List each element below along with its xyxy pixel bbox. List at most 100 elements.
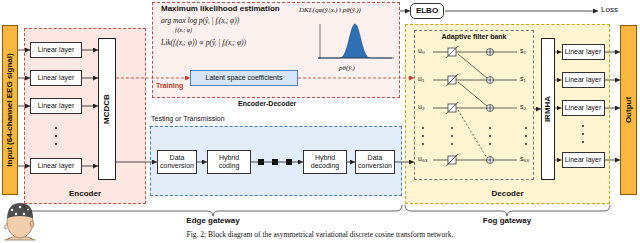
layer-label: Linear layer: [38, 162, 75, 170]
process-label: Hybrid decoding: [305, 154, 345, 169]
drawing-part: [30, 221, 34, 227]
filter-lattice: [433, 46, 517, 166]
drawing-part: [458, 110, 487, 158]
connector: [82, 166, 98, 167]
drawing-part: [451, 135, 453, 137]
process-box: Hybrid coding: [207, 150, 251, 174]
figure-caption: Fig. 2: Block diagram of the asymmetrica…: [187, 231, 454, 239]
training-region: Maximum likelihood estimationarg max log…: [152, 2, 400, 98]
gateway-label: Fog gateway: [483, 217, 531, 226]
layer-label: Linear layer: [38, 74, 75, 82]
signal-name: u₀: [418, 47, 425, 55]
linear-layer: Linear layer: [562, 100, 605, 116]
drawing-part: [446, 102, 458, 114]
transmission-region: Testing or TransmissionData conversionHy…: [150, 126, 402, 196]
drawing-part: [451, 127, 453, 129]
linear-layer: Linear layer: [562, 152, 605, 168]
filter-bank-region: Adaptive filter bank: [414, 30, 534, 180]
region-title: Testing or Transmission: [151, 115, 225, 123]
linear-layer: Linear layer: [30, 98, 82, 114]
elbo-box: ELBO: [410, 3, 444, 19]
connector: [197, 162, 207, 163]
drawing-part: [55, 143, 57, 145]
output-bar: Output: [620, 25, 637, 195]
drawing-part: [433, 80, 517, 81]
region-title: Decoder: [491, 190, 523, 199]
region-fill: [24, 28, 146, 204]
connector: [605, 160, 621, 161]
formula: Lik(fᵢ(xᵢ; φ)) ∝ p(ŷᵢ | fᵢ(xᵢ; φ)): [161, 39, 246, 47]
signal-name: s₁: [520, 75, 526, 83]
drawing-part: [318, 58, 394, 59]
flow-label: Training: [156, 82, 183, 90]
linear-layer: Linear layer: [30, 70, 82, 86]
drawing-part: [55, 127, 57, 129]
gateway-label: Edge gateway: [186, 217, 239, 226]
drawing-part: [433, 160, 517, 161]
connector: [298, 78, 414, 79]
drawing-part: [15, 213, 17, 215]
connector: [534, 109, 541, 110]
loss-arrow: [445, 11, 598, 12]
input-label: Input (64-channel EEG signal): [6, 53, 15, 166]
output-label: Loss: [601, 6, 618, 15]
drawing-part: [433, 52, 517, 53]
drawing-part: [489, 135, 491, 137]
drawing-part: [19, 206, 21, 208]
connector: [116, 78, 190, 79]
connector: [251, 162, 303, 163]
output-label: Output: [624, 97, 633, 123]
connector: [400, 11, 410, 12]
drawing-part: [446, 46, 458, 58]
drawing-part: [489, 143, 491, 145]
connector: [605, 52, 621, 53]
process-box: Hybrid decoding: [303, 150, 347, 174]
drawing-part: [487, 49, 493, 163]
linear-layer: Linear layer: [562, 72, 605, 88]
layer-label: Linear layer: [565, 104, 602, 112]
drawing-part: [525, 127, 527, 129]
flow-label: Encoder-Decoder: [238, 100, 296, 108]
process-box: Data conversion: [355, 150, 395, 174]
signal-name: u₁: [418, 75, 424, 83]
process-box: Data conversion: [157, 150, 197, 174]
process-label: Data conversion: [357, 154, 393, 169]
input-bar: Input (64-channel EEG signal): [2, 25, 18, 195]
mcdcb-block: MCDCB: [98, 38, 116, 180]
region-fill: [405, 24, 610, 204]
head-illustration: [4, 203, 35, 240]
formula: arg max log p(ŷᵢ | fᵢ(xᵢ; φ)): [161, 17, 239, 25]
signal-name: u₆₃: [418, 155, 428, 163]
drawing-part: [433, 108, 517, 109]
formula: DKL(qφ(ŷᵢ|xᵢ) ‖ pθ(ŷᵢ)): [299, 7, 361, 15]
edge-brace: [24, 205, 402, 216]
drawing-part: [451, 143, 453, 145]
drawing-part: [318, 24, 392, 58]
irmha-block: IRMHA: [541, 38, 555, 180]
linear-layer: Linear layer: [30, 158, 82, 174]
connector: [605, 108, 621, 109]
block-label: IRMHA: [544, 96, 553, 122]
ellipsis-dots: [55, 125, 584, 145]
drawing-part: [7, 203, 33, 218]
region-title: Adaptive filter bank: [442, 33, 507, 41]
drawing-part: [582, 141, 584, 143]
gaussian-plot: [318, 24, 394, 59]
fog-brace: [405, 205, 610, 216]
formula-subscript: fᵢ(xᵢ; φ): [175, 27, 192, 34]
encoder-region: EncoderLinear layerLinear layerLinear la…: [24, 28, 146, 204]
drawing-part: [446, 74, 458, 86]
drawing-part: [525, 143, 527, 145]
connector: [82, 106, 98, 107]
layer-label: Linear layer: [38, 102, 75, 110]
latent-box: Latent space coefficients: [190, 70, 298, 86]
drawing-part: [582, 133, 584, 135]
block-label: MCDCB: [103, 94, 112, 124]
drawing-part: [422, 127, 424, 129]
signal-name: s₆₃: [520, 155, 529, 163]
drawing-part: [582, 125, 584, 127]
process-label: Data conversion: [159, 154, 195, 169]
drawing-part: [525, 135, 527, 137]
signal-name: u₂: [418, 103, 425, 111]
connector: [82, 78, 98, 79]
